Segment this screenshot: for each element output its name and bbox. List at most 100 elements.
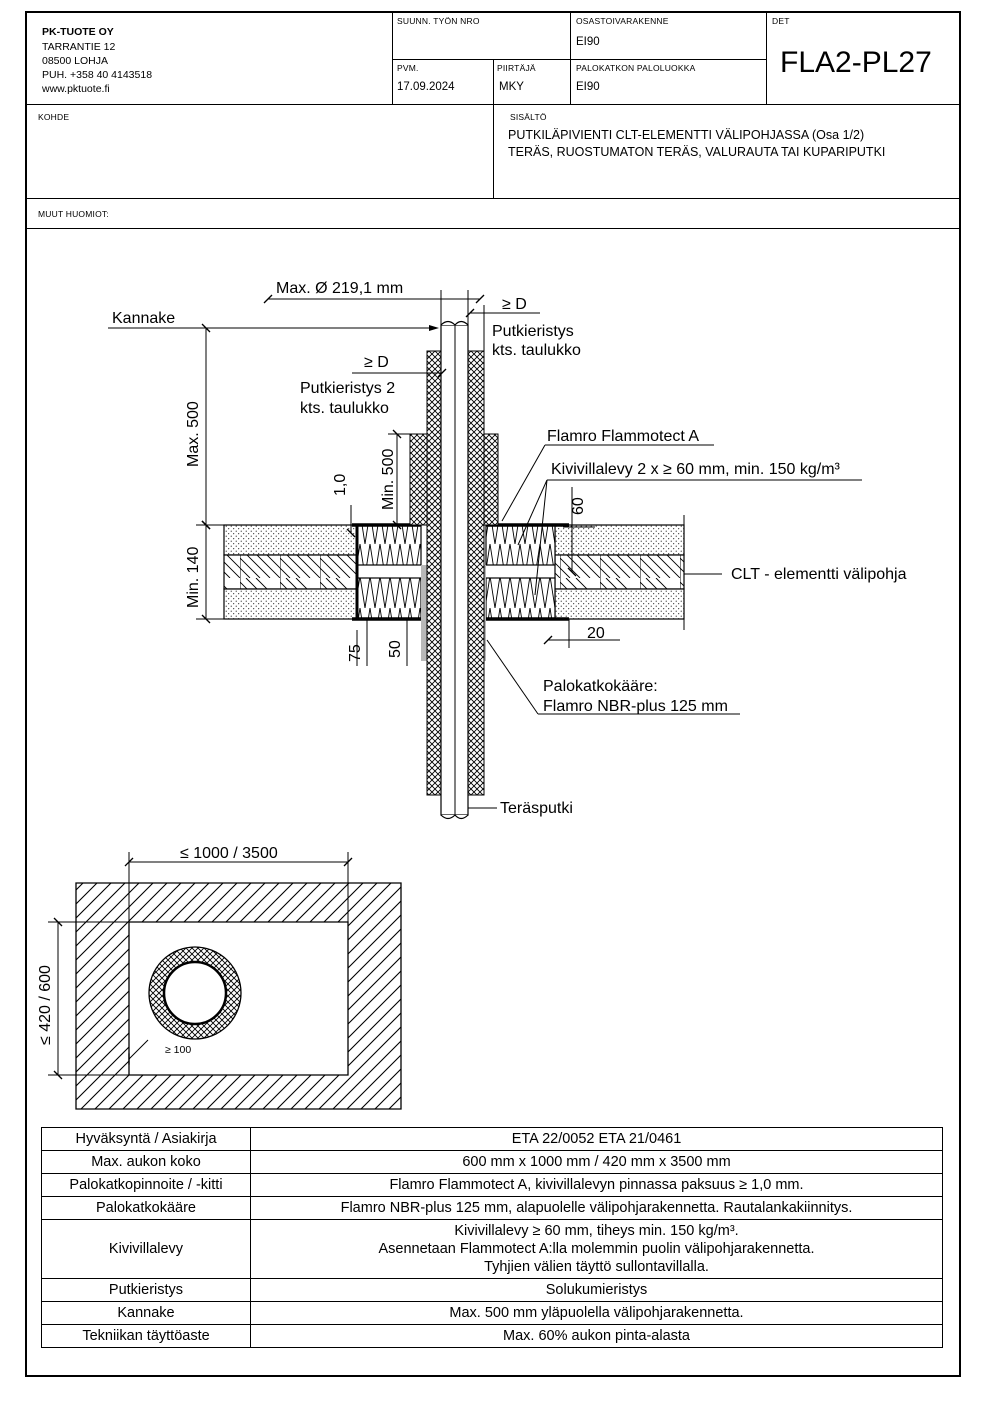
table-row: Hyväksyntä / Asiakirja ETA 22/0052 ETA 2… — [41, 1127, 943, 1151]
piirtaja-label: PIIRTÄJÄ — [497, 63, 536, 73]
kannake-label: Kannake — [112, 310, 175, 327]
suunn-label: SUUNN. TYÖN NRO — [397, 16, 480, 26]
title-divider — [493, 59, 494, 104]
clt-top-layer — [554, 524, 685, 556]
spec-value-line: Kivivillalevy ≥ 60 mm, tiheys min. 150 k… — [454, 1223, 739, 1239]
clt-middle-layer — [223, 554, 358, 590]
terasputki-label: Teräsputki — [500, 800, 573, 817]
ge-d-left-label: ≥ D — [364, 354, 389, 371]
spec-value: Max. 60% aukon pinta-alasta — [250, 1324, 943, 1348]
putkieristys-label: Putkieristys — [492, 323, 574, 340]
spec-key: Tekniikan täyttöaste — [41, 1324, 251, 1348]
spec-value-line: Asennetaan Flammotect A:lla molemmin puo… — [378, 1241, 815, 1257]
table-row: Kivivillalevy Kivivillalevy ≥ 60 mm, tih… — [41, 1219, 943, 1279]
fire-wrap — [421, 565, 427, 661]
title-divider — [392, 59, 766, 60]
dim-20-label: 20 — [587, 625, 605, 642]
dim-60-label: 60 — [570, 497, 587, 515]
spec-value: Solukumieristys — [250, 1278, 943, 1302]
paloluokka-label: PALOKATKON PALOLUOKKA — [576, 63, 696, 73]
title-divider — [25, 198, 961, 199]
table-row: Putkieristys Solukumieristys — [41, 1278, 943, 1302]
stone-wool-board — [356, 524, 422, 566]
table-row: Kannake Max. 500 mm yläpuolella välipohj… — [41, 1301, 943, 1325]
spec-key: Palokatkopinnoite / -kitti — [41, 1173, 251, 1197]
company-postal: 08500 LOHJA — [42, 55, 108, 67]
pvm-label: PVM. — [397, 63, 419, 73]
pipe-insulation-2 — [483, 433, 499, 526]
stone-wool-board — [356, 577, 422, 620]
kts-taulukko-label: kts. taulukko — [300, 400, 389, 417]
kivivillalevy-label: Kivivillalevy 2 x ≥ 60 mm, min. 150 kg/m… — [551, 461, 841, 478]
sisalto-line: TERÄS, RUOSTUMATON TERÄS, VALURAUTA TAI … — [508, 145, 886, 159]
max-500-label: Max. 500 — [185, 401, 202, 467]
table-row: Palokatkokääre Flamro NBR-plus 125 mm, a… — [41, 1196, 943, 1220]
title-divider — [392, 11, 393, 104]
clt-bottom-layer — [554, 588, 685, 620]
stone-wool-board — [485, 524, 556, 566]
company-phone: PUH. +358 40 4143518 — [42, 69, 153, 81]
plan-height-label: ≤ 420 / 600 — [37, 965, 54, 1045]
sisalto-text: PUTKILÄPIVIENTI CLT-ELEMENTTI VÄLIPOHJAS… — [508, 127, 885, 161]
muut-label: MUUT HUOMIOT: — [38, 209, 109, 219]
osasto-label: OSASTOIVARAKENNE — [576, 16, 669, 26]
pvm-value: 17.09.2024 — [397, 81, 455, 93]
spec-value: Flamro Flammotect A, kivivillalevyn pinn… — [250, 1173, 943, 1197]
table-row: Tekniikan täyttöaste Max. 60% aukon pint… — [41, 1324, 943, 1348]
company-web: www.pktuote.fi — [42, 83, 110, 95]
pipe-insulation — [426, 350, 442, 796]
section-view: Max. Ø 219,1 mm ≥ D Putkieristys kts. ta… — [108, 280, 907, 820]
palokatkokaare-label: Palokatkokääre: — [543, 678, 658, 695]
ge-d-top-label: ≥ D — [502, 296, 527, 313]
det-code: FLA2-PL27 — [780, 46, 932, 79]
title-divider — [766, 11, 767, 104]
thickness-label: 1,0 — [332, 474, 349, 496]
clt-bottom-layer — [223, 588, 358, 620]
pipe-insulation-2 — [409, 433, 428, 526]
spec-key: Palokatkokääre — [41, 1196, 251, 1220]
dim-50-label: 50 — [387, 640, 404, 658]
sisalto-label: SISÄLTÖ — [510, 112, 547, 122]
clt-label: CLT - elementti välipohja — [731, 566, 907, 583]
spec-key: Kivivillalevy — [41, 1219, 251, 1279]
title-divider — [25, 228, 961, 229]
pipe-section — [162, 960, 228, 1026]
clt-middle-layer — [554, 554, 685, 590]
pipe-insulation — [467, 350, 485, 796]
table-row: Max. aukon koko 600 mm x 1000 mm / 420 m… — [41, 1150, 943, 1174]
min-500-label: Min. 500 — [380, 449, 397, 510]
spec-value: Kivivillalevy ≥ 60 mm, tiheys min. 150 k… — [250, 1219, 943, 1279]
osasto-value: EI90 — [576, 36, 600, 48]
max-diameter-label: Max. Ø 219,1 mm — [276, 280, 403, 297]
spec-key: Max. aukon koko — [41, 1150, 251, 1174]
plan-edge-label: ≥ 100 — [165, 1044, 191, 1056]
title-divider — [570, 11, 571, 104]
drawing-sheet — [25, 11, 961, 1377]
flammotect-label: Flamro Flammotect A — [547, 428, 699, 445]
stone-wool-board — [485, 577, 556, 620]
dim-75-label: 75 — [347, 644, 364, 662]
table-row: Palokatkopinnoite / -kitti Flamro Flammo… — [41, 1173, 943, 1197]
spec-table: Hyväksyntä / Asiakirja ETA 22/0052 ETA 2… — [41, 1127, 943, 1348]
company-street: TARRANTIE 12 — [42, 41, 116, 53]
spec-value: ETA 22/0052 ETA 21/0461 — [250, 1127, 943, 1151]
plan-view: ≤ 1000 / 3500 ≤ 420 / 600 ≥ 100 — [37, 845, 402, 1110]
flamro-nbr-label: Flamro NBR-plus 125 mm — [543, 698, 728, 715]
title-divider — [493, 104, 494, 198]
paloluokka-value: EI90 — [576, 81, 600, 93]
slab-hatch — [75, 882, 402, 1110]
spec-key: Putkieristys — [41, 1278, 251, 1302]
spec-value: 600 mm x 1000 mm / 420 mm x 3500 mm — [250, 1150, 943, 1174]
kohde-label: KOHDE — [38, 112, 70, 122]
spec-key: Hyväksyntä / Asiakirja — [41, 1127, 251, 1151]
piirtaja-value: MKY — [499, 81, 524, 93]
fire-coating — [352, 523, 569, 621]
sisalto-line: PUTKILÄPIVIENTI CLT-ELEMENTTI VÄLIPOHJAS… — [508, 128, 865, 142]
spec-value-line: Tyhjien välien täyttö sullontavillalla. — [484, 1259, 709, 1275]
det-label: DET — [772, 16, 790, 26]
putkieristys-2-label: Putkieristys 2 — [300, 380, 395, 397]
min-140-label: Min. 140 — [185, 547, 202, 608]
company-name: PK-TUOTE OY — [42, 26, 114, 38]
clt-top-layer — [223, 524, 358, 556]
